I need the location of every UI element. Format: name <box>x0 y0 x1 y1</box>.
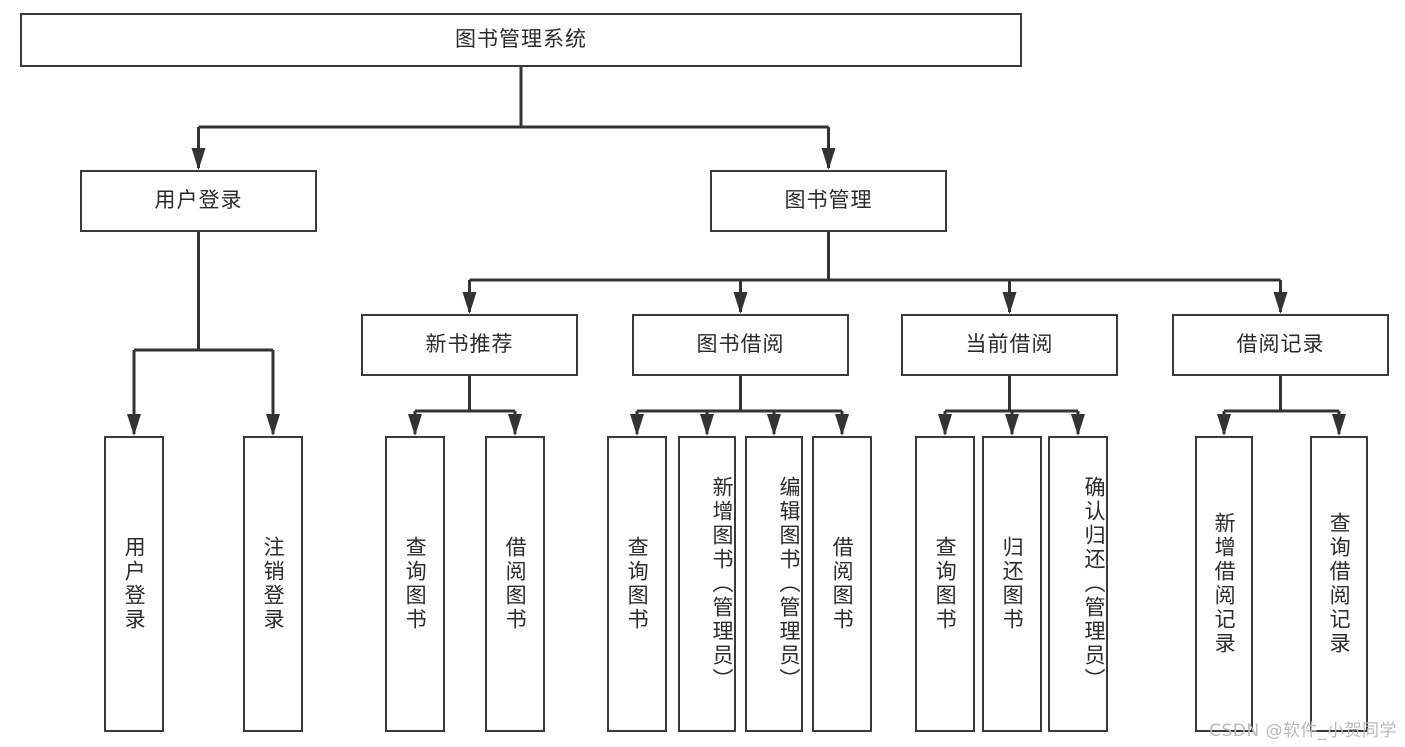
node-label: 用户登录 <box>122 536 147 632</box>
node-label: 查询借阅记录 <box>1327 512 1352 656</box>
node-label: 注销登录 <box>261 536 286 632</box>
node-leaf-8[interactable]: 借阅图书 <box>812 436 872 732</box>
node-leaf-9[interactable]: 查询图书 <box>915 436 975 732</box>
node-label: 确认归还（管理员） <box>1082 476 1106 692</box>
arrowhead-leaf-10 <box>1005 414 1019 436</box>
node-label: 新增借阅记录 <box>1212 512 1237 656</box>
node-current[interactable]: 当前借阅 <box>901 314 1118 376</box>
node-label: 查询图书 <box>403 536 428 632</box>
node-leaf-13[interactable]: 查询借阅记录 <box>1310 436 1368 732</box>
arrowhead-records <box>1273 292 1288 314</box>
node-newbooks[interactable]: 新书推荐 <box>361 314 578 376</box>
arrowhead-bookmgmt <box>821 148 836 170</box>
node-borrow[interactable]: 图书借阅 <box>632 314 849 376</box>
node-leaf-11[interactable]: 确认归还（管理员） <box>1048 436 1108 732</box>
node-label: 编辑图书（管理员） <box>777 476 801 692</box>
node-bookmgmt[interactable]: 图书管理 <box>710 170 947 232</box>
arrowhead-leaf-3 <box>408 414 422 436</box>
node-label: 借阅记录 <box>1236 332 1325 357</box>
arrowhead-leaf-8 <box>835 414 849 436</box>
arrowhead-login <box>191 148 206 170</box>
node-label: 用户登录 <box>154 188 243 213</box>
arrowhead-leaf-6 <box>700 414 714 436</box>
node-label: 新增图书（管理员） <box>710 476 734 692</box>
node-leaf-5[interactable]: 查询图书 <box>607 436 667 732</box>
node-label: 借阅图书 <box>830 536 855 632</box>
arrowhead-newbooks <box>462 292 477 314</box>
arrowhead-leaf-4 <box>508 414 522 436</box>
arrowhead-leaf-1 <box>127 414 141 436</box>
arrowhead-leaf-7 <box>767 414 781 436</box>
node-label: 图书管理系统 <box>455 27 587 52</box>
arrowhead-leaf-9 <box>938 414 952 436</box>
arrowhead-current <box>1002 292 1017 314</box>
node-leaf-1[interactable]: 用户登录 <box>104 436 164 732</box>
node-login[interactable]: 用户登录 <box>80 170 317 232</box>
node-leaf-4[interactable]: 借阅图书 <box>485 436 545 732</box>
node-records[interactable]: 借阅记录 <box>1172 314 1389 376</box>
node-label: 图书管理 <box>784 188 873 213</box>
arrowhead-leaf-13 <box>1332 414 1346 436</box>
node-label: 当前借阅 <box>965 332 1054 357</box>
node-leaf-6[interactable]: 新增图书（管理员） <box>678 436 736 732</box>
node-root[interactable]: 图书管理系统 <box>20 13 1022 67</box>
arrowhead-leaf-2 <box>266 414 280 436</box>
watermark-text: CSDN @软件_小贺同学 <box>1209 721 1397 741</box>
node-leaf-3[interactable]: 查询图书 <box>385 436 445 732</box>
node-leaf-2[interactable]: 注销登录 <box>243 436 303 732</box>
node-leaf-12[interactable]: 新增借阅记录 <box>1195 436 1253 732</box>
node-label: 借阅图书 <box>503 536 528 632</box>
node-label: 图书借阅 <box>696 332 785 357</box>
arrowhead-leaf-11 <box>1071 414 1085 436</box>
arrowhead-leaf-12 <box>1217 414 1231 436</box>
arrowhead-leaf-5 <box>630 414 644 436</box>
node-label: 查询图书 <box>625 536 650 632</box>
arrowhead-borrow <box>733 292 748 314</box>
node-label: 查询图书 <box>933 536 958 632</box>
node-label: 新书推荐 <box>425 332 514 357</box>
node-leaf-7[interactable]: 编辑图书（管理员） <box>745 436 803 732</box>
node-label: 归还图书 <box>1000 536 1025 632</box>
node-leaf-10[interactable]: 归还图书 <box>982 436 1042 732</box>
